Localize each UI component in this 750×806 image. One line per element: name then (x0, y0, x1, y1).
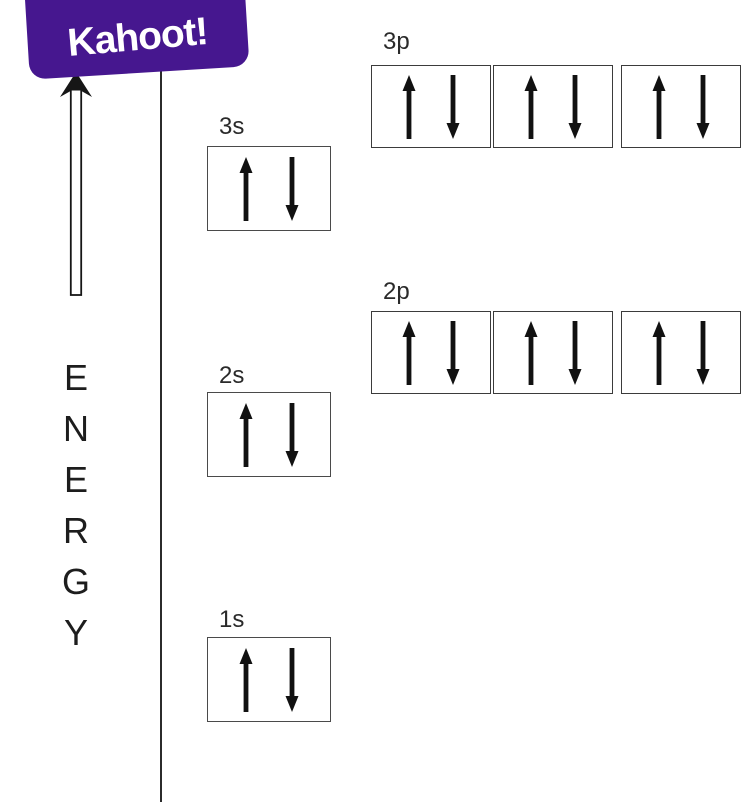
spin-down-arrow-icon (568, 74, 582, 139)
spin-up-arrow-icon (402, 74, 416, 139)
spin-down-arrow-icon (568, 320, 582, 385)
orbital-label-2p: 2p (383, 278, 410, 305)
orbital-box (207, 146, 331, 231)
orbital-label-2s: 2s (219, 362, 245, 389)
orbital-label-3s: 3s (219, 113, 245, 140)
spin-up-arrow-icon (239, 156, 253, 221)
kahoot-wordmark: Kahoot! (65, 9, 210, 65)
energy-letter: R (63, 510, 89, 551)
spin-down-arrow-icon (446, 320, 460, 385)
spin-up-arrow-icon (652, 320, 666, 385)
orbital-box (493, 65, 613, 148)
energy-letter: E (63, 357, 88, 398)
spin-up-arrow-icon (239, 647, 253, 712)
spin-up-arrow-icon (524, 74, 538, 139)
spin-down-arrow-icon (446, 74, 460, 139)
orbital-label-3p: 3p (383, 28, 410, 55)
spin-down-arrow-icon (696, 74, 710, 139)
kahoot-logo: Kahoot! (22, 0, 250, 80)
energy-up-arrow-icon (60, 72, 92, 296)
energy-label: E N E R G Y (56, 352, 96, 658)
orbital-box (371, 65, 491, 148)
orbital-row-3s (207, 146, 331, 231)
spin-down-arrow-icon (696, 320, 710, 385)
spin-down-arrow-icon (285, 156, 299, 221)
orbital-box (621, 311, 741, 394)
orbital-row-1s (207, 637, 331, 722)
spin-down-arrow-icon (285, 402, 299, 467)
orbital-label-1s: 1s (219, 606, 245, 633)
spin-up-arrow-icon (524, 320, 538, 385)
orbital-row-2s (207, 392, 331, 477)
orbital-box (621, 65, 741, 148)
spin-up-arrow-icon (652, 74, 666, 139)
spin-up-arrow-icon (239, 402, 253, 467)
spin-down-arrow-icon (285, 647, 299, 712)
energy-letter: N (63, 408, 89, 449)
orbital-box (371, 311, 491, 394)
orbital-row-2p (371, 311, 741, 394)
orbital-box (493, 311, 613, 394)
energy-letter: G (61, 561, 90, 602)
spin-up-arrow-icon (402, 320, 416, 385)
energy-letter: Y (63, 612, 88, 653)
energy-letter: E (63, 459, 88, 500)
orbital-row-3p (371, 65, 741, 148)
orbital-box (207, 637, 331, 722)
energy-axis-line (160, 58, 162, 802)
orbital-box (207, 392, 331, 477)
